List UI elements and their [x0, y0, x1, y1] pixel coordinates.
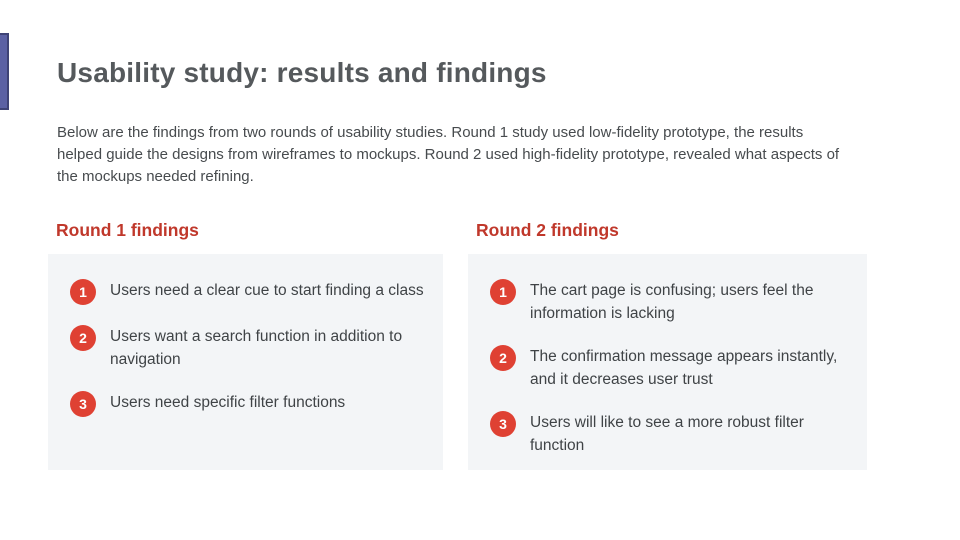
number-badge: 1 [70, 279, 96, 305]
round-2-heading: Round 2 findings [476, 220, 619, 240]
round-1-column: Round 1 findings 1 Users need a clear cu… [48, 218, 443, 470]
number-badge: 1 [490, 279, 516, 305]
round-1-findings-box: 1 Users need a clear cue to start findin… [48, 254, 443, 470]
finding-item: 1 Users need a clear cue to start findin… [70, 279, 427, 305]
intro-paragraph: Below are the findings from two rounds o… [57, 124, 840, 185]
finding-item: 1 The cart page is confusing; users feel… [490, 279, 851, 325]
number-badge: 3 [70, 391, 96, 417]
round-2-column: Round 2 findings 1 The cart page is conf… [468, 218, 867, 470]
finding-item: 2 The confirmation message appears insta… [490, 345, 851, 391]
round-1-heading: Round 1 findings [56, 220, 199, 240]
accent-bar [0, 33, 9, 110]
finding-text: Users will like to see a more robust fil… [530, 414, 804, 454]
slide-title: Usability study: results and findings [57, 57, 547, 88]
number-badge: 3 [490, 411, 516, 437]
finding-item: 2 Users want a search function in additi… [70, 325, 427, 371]
finding-text: Users want a search function in addition… [110, 328, 403, 368]
finding-text: The cart page is confusing; users feel t… [530, 282, 814, 322]
finding-text: Users need specific filter functions [110, 394, 346, 411]
finding-item: 3 Users will like to see a more robust f… [490, 411, 851, 457]
round-2-findings-box: 1 The cart page is confusing; users feel… [468, 254, 867, 470]
finding-text: The confirmation message appears instant… [530, 348, 838, 388]
finding-item: 3 Users need specific filter functions [70, 391, 427, 417]
number-badge: 2 [70, 325, 96, 351]
finding-text: Users need a clear cue to start finding … [110, 282, 424, 299]
number-badge: 2 [490, 345, 516, 371]
